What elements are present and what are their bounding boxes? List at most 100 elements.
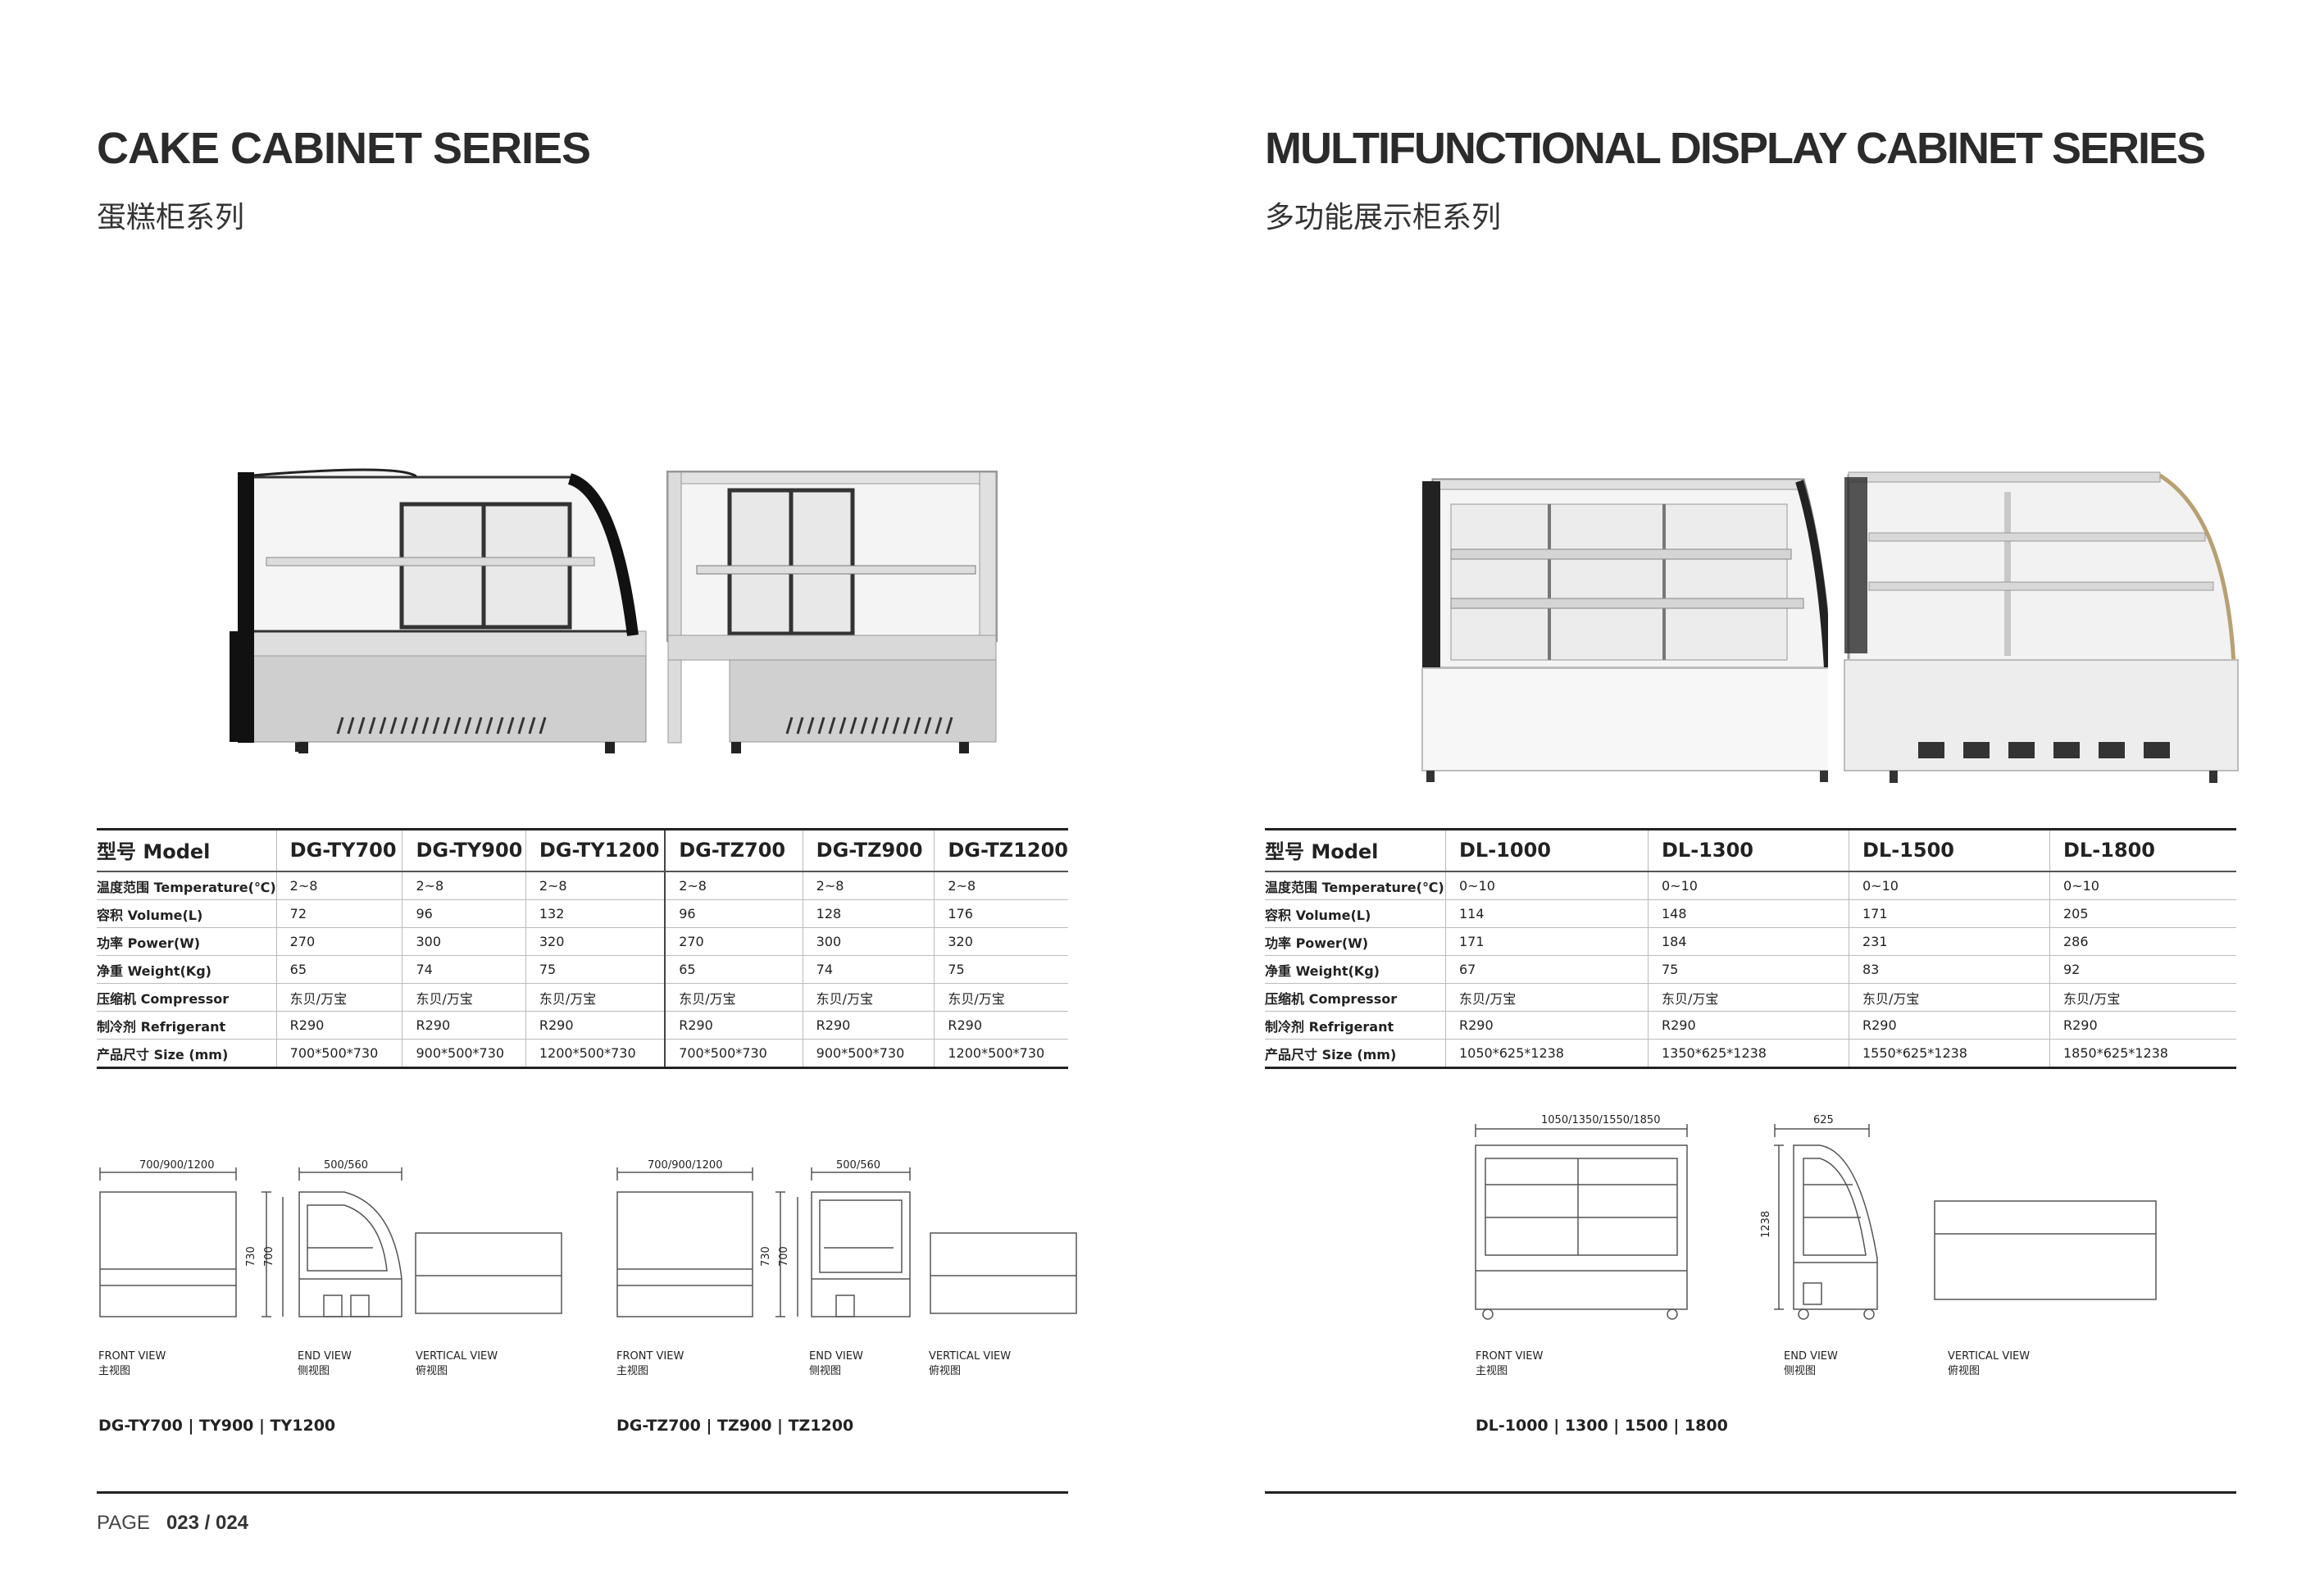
front-view-label: FRONT VIEW 主视图 (1476, 1349, 1543, 1379)
table-cell: 300 (802, 927, 935, 956)
table-header-cell: 型号 Model (1265, 828, 1446, 872)
row-label: 温度范围 Temperature(℃) (1265, 871, 1446, 900)
end-view-text: END VIEW (1784, 1350, 1838, 1363)
table-cell: R290 (525, 1011, 666, 1040)
table-cell: 东贝/万宝 (1648, 983, 1849, 1012)
table-row: 压缩机 Compressor 东贝/万宝 东贝/万宝 东贝/万宝 东贝/万宝 东… (97, 983, 1068, 1012)
front-view-text: FRONT VIEW (616, 1350, 684, 1363)
table-cell: 75 (934, 955, 1068, 984)
table-cell: R290 (802, 1011, 935, 1040)
row-label: 制冷剂 Refrigerant (1265, 1011, 1446, 1040)
row-label: 功率 Power(W) (1265, 927, 1446, 956)
table-cell: 171 (1849, 899, 2050, 928)
table-cell: R290 (275, 1011, 402, 1040)
right-page-title: MULTIFUNCTIONAL DISPLAY CABINET SERIES (1265, 124, 2206, 173)
table-row: 制冷剂 Refrigerant R290 R290 R290 R290 (1265, 1011, 2236, 1040)
table-cell: R290 (1445, 1011, 1649, 1040)
display-cabinet-silver-photo (1844, 471, 2239, 783)
table-cell: 65 (275, 955, 402, 984)
table-cell: 114 (1445, 899, 1649, 928)
table-cell: 东贝/万宝 (2049, 983, 2236, 1012)
table-cell: 0~10 (1648, 871, 1849, 900)
row-label: 净重 Weight(Kg) (97, 955, 277, 984)
table-cell: 231 (1849, 927, 2050, 956)
table-cell: 东贝/万宝 (802, 983, 935, 1012)
front-view-text: FRONT VIEW (98, 1350, 166, 1363)
table-cell: 2~8 (402, 871, 526, 900)
row-label: 压缩机 Compressor (97, 983, 277, 1012)
end-view-text: END VIEW (298, 1350, 352, 1363)
table-cell: 1200*500*730 (934, 1039, 1068, 1069)
display-cabinet-spec-table: 型号 Model DL-1000 DL-1300 DL-1500 DL-1800… (1265, 828, 2236, 1069)
row-label: 功率 Power(W) (97, 927, 277, 956)
table-cell: 75 (525, 955, 666, 984)
table-cell: 65 (664, 955, 803, 984)
table-cell: 0~10 (1445, 871, 1649, 900)
table-cell: 74 (402, 955, 526, 984)
end-depth-dimension: 500/560 (324, 1159, 368, 1172)
table-row: 压缩机 Compressor 东贝/万宝 东贝/万宝 东贝/万宝 东贝/万宝 (1265, 983, 2236, 1012)
cake-curved-technical-drawing: 700/900/1200 500/560 730 700 (99, 1159, 562, 1317)
table-cell: 96 (664, 899, 803, 928)
table-row: 净重 Weight(Kg) 65 74 75 65 74 75 (97, 955, 1068, 984)
table-cell: 286 (2049, 927, 2236, 956)
inner-height-dimension: 700 (778, 1246, 790, 1267)
table-cell: 320 (934, 927, 1068, 956)
front-width-dimension: 700/900/1200 (139, 1159, 214, 1172)
table-cell: 0~10 (2049, 871, 2236, 900)
table-row: 温度范围 Temperature(℃) 2~8 2~8 2~8 2~8 2~8 … (97, 871, 1068, 900)
model-list: DG-TZ700 | TZ900 | TZ1200 (616, 1417, 854, 1435)
row-label: 制冷剂 Refrigerant (97, 1011, 277, 1040)
table-header-cell: DG-TY900 (402, 828, 526, 872)
table-cell: 72 (275, 899, 402, 928)
table-cell: R290 (402, 1011, 526, 1040)
front-width-dimension: 1050/1350/1550/1850 (1541, 1114, 1660, 1126)
table-row: 容积 Volume(L) 114 148 171 205 (1265, 899, 2236, 928)
end-view-label: END VIEW 侧视图 (809, 1349, 863, 1379)
table-cell: 700*500*730 (664, 1039, 803, 1069)
right-page-subtitle: 多功能展示柜系列 (1265, 201, 1502, 234)
table-cell: 270 (275, 927, 402, 956)
table-cell: R290 (934, 1011, 1068, 1040)
table-row: 温度范围 Temperature(℃) 0~10 0~10 0~10 0~10 (1265, 871, 2236, 900)
table-cell: 67 (1445, 955, 1649, 984)
table-cell: 东贝/万宝 (1445, 983, 1649, 1012)
vertical-view-text-cn: 俯视图 (929, 1365, 962, 1377)
table-header-cell: 型号 Model (97, 828, 277, 872)
table-cell: 171 (1445, 927, 1649, 956)
table-cell: R290 (1648, 1011, 1849, 1040)
row-label: 产品尺寸 Size (mm) (97, 1039, 277, 1069)
table-cell: 东贝/万宝 (1849, 983, 2050, 1012)
vertical-view-text: VERTICAL VIEW (416, 1350, 498, 1363)
front-width-dimension: 700/900/1200 (648, 1159, 722, 1172)
left-page-title: CAKE CABINET SERIES (97, 124, 591, 173)
page-number: 023 / 024 (166, 1512, 249, 1534)
end-view-text: END VIEW (809, 1350, 863, 1363)
model-list: DL-1000 | 1300 | 1500 | 1800 (1476, 1417, 1728, 1435)
table-cell: 92 (2049, 955, 2236, 984)
table-header-row: 型号 Model DG-TY700 DG-TY900 DG-TY1200 DG-… (97, 828, 1068, 872)
table-header-cell: DL-1000 (1445, 828, 1649, 872)
end-view-text-cn: 侧视图 (809, 1365, 842, 1377)
row-label: 容积 Volume(L) (97, 899, 277, 928)
table-cell: 96 (402, 899, 526, 928)
end-depth-dimension: 625 (1813, 1114, 1834, 1126)
end-view-label: END VIEW 侧视图 (1784, 1349, 1838, 1379)
table-header-cell: DG-TZ700 (664, 828, 803, 872)
table-row: 功率 Power(W) 171 184 231 286 (1265, 927, 2236, 956)
display-cabinet-technical-drawing: 1050/1350/1550/1850 625 1238 (1475, 1114, 2157, 1320)
end-view-text-cn: 侧视图 (1784, 1365, 1817, 1377)
table-cell: R290 (664, 1011, 803, 1040)
footer-rule (97, 1491, 1068, 1494)
cake-cabinet-square-photo (666, 471, 998, 753)
table-cell: 2~8 (525, 871, 666, 900)
front-view-text: FRONT VIEW (1476, 1350, 1544, 1363)
table-cell: R290 (1849, 1011, 2050, 1040)
table-cell: 1350*625*1238 (1648, 1039, 1849, 1069)
table-cell: 900*500*730 (402, 1039, 526, 1069)
table-row: 制冷剂 Refrigerant R290 R290 R290 R290 R290… (97, 1011, 1068, 1040)
table-cell: 1200*500*730 (525, 1039, 666, 1069)
table-header-cell: DL-1500 (1849, 828, 2050, 872)
table-header-cell: DL-1800 (2049, 828, 2236, 872)
table-cell: 83 (1849, 955, 2050, 984)
